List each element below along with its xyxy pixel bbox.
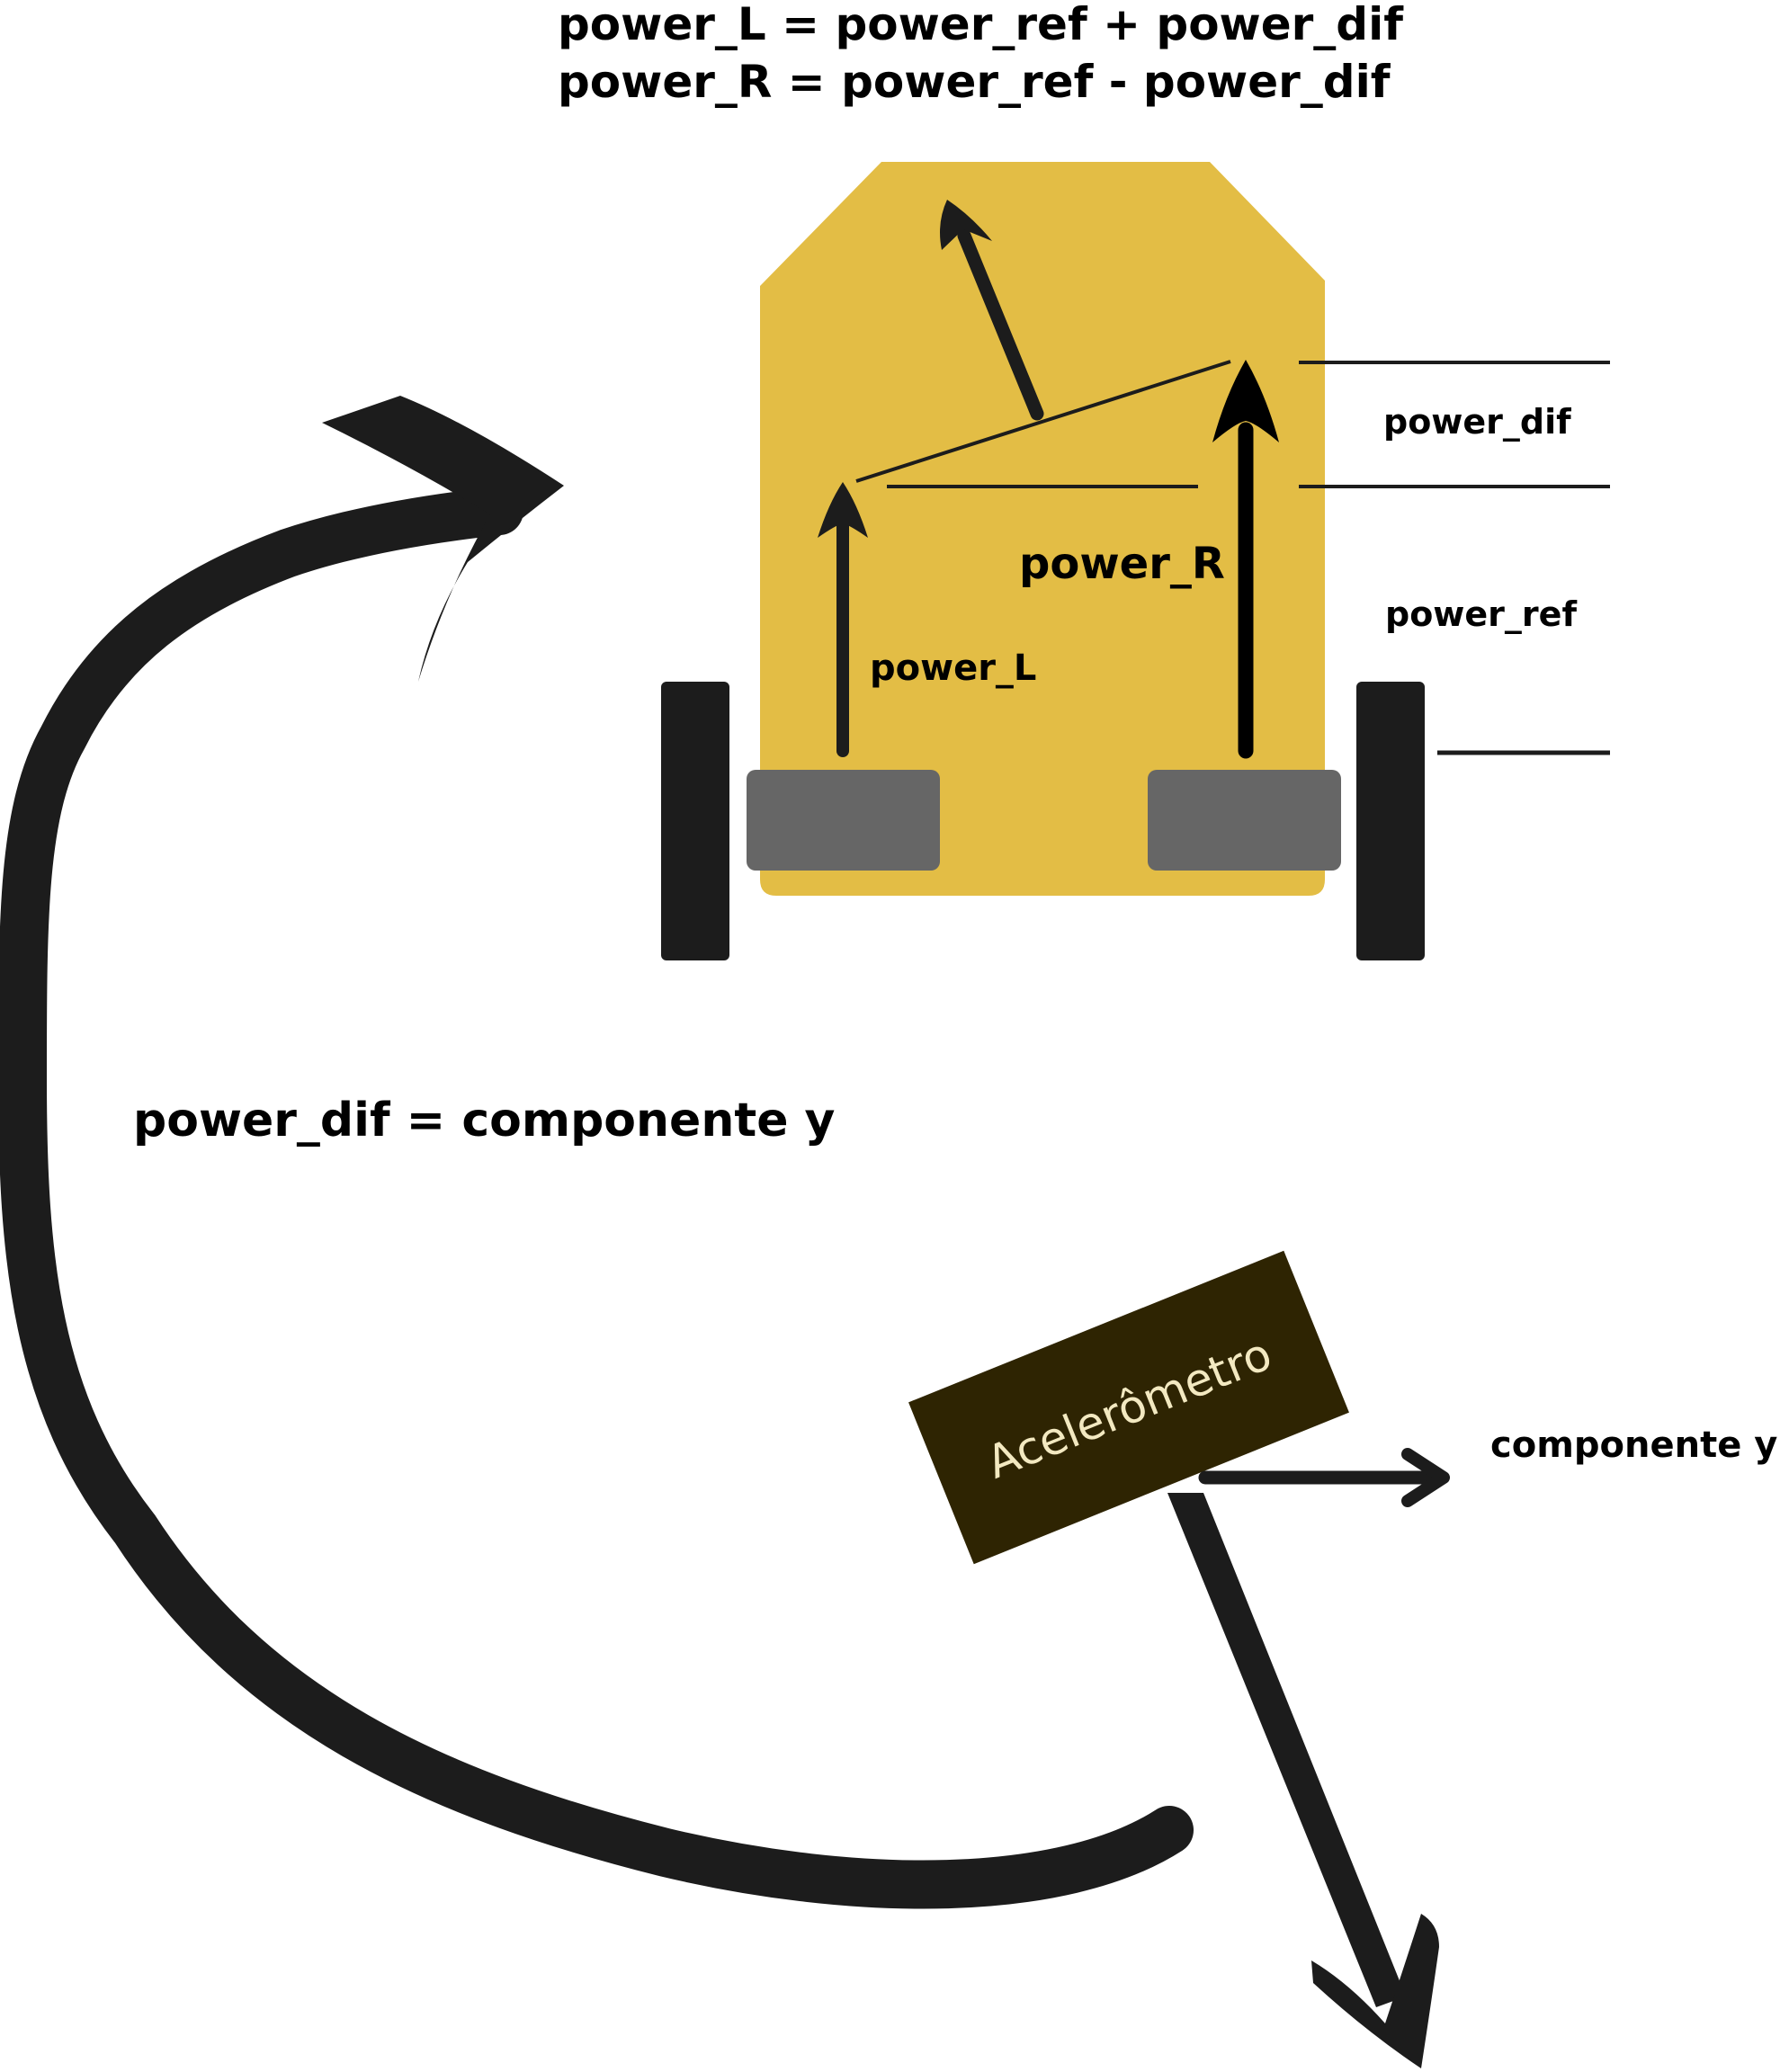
component-y-label: componente y: [1490, 1424, 1777, 1466]
power-dif-legend-label: power_dif: [1383, 402, 1571, 442]
equation-line-1: power_L = power_ref + power_dif: [558, 0, 1404, 50]
relation-label: power_dif = componente y: [133, 1094, 835, 1148]
power-l-label: power_L: [870, 648, 1036, 689]
feedback-curved-arrow: [0, 396, 1194, 1909]
power-r-label: power_R: [1019, 539, 1225, 589]
accelerometer-down-arrow: [1167, 1493, 1439, 2068]
equation-line-2: power_R = power_ref - power_dif: [558, 56, 1391, 108]
right-wheel: [1356, 682, 1425, 960]
robot-chassis: [760, 162, 1325, 896]
resultant-direction-arrow: [940, 200, 1044, 421]
power-l-arrow: [818, 482, 868, 757]
accelerometer-box: Acelerômetro: [908, 1250, 1349, 1565]
component-y-arrow: [1198, 1448, 1450, 1507]
right-motor: [1148, 770, 1341, 871]
left-wheel: [661, 682, 729, 960]
difference-slope-line: [855, 360, 1231, 483]
left-motor: [747, 770, 940, 871]
power-r-arrow: [1212, 360, 1279, 759]
power-ref-legend-label: power_ref: [1385, 594, 1577, 634]
